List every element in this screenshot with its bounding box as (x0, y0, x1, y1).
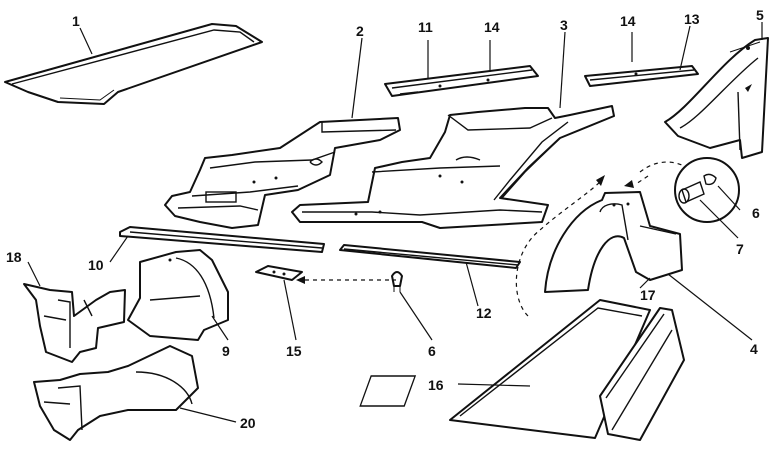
callout-10: 10 (88, 257, 104, 273)
part-17-side-panel (599, 307, 685, 441)
callout-14-right: 14 (620, 13, 636, 29)
part-15-bracket (255, 265, 303, 281)
part-9-footwell-panel (127, 249, 229, 341)
callout-labels: 1 2 11 14 3 14 13 5 6 7 18 10 12 15 6 9 … (6, 7, 764, 431)
callout-6-center: 6 (428, 343, 436, 359)
callout-20: 20 (240, 415, 256, 431)
callout-18: 18 (6, 249, 22, 265)
part-16-floor-mat (359, 299, 651, 439)
part-13-crossmember (584, 65, 699, 87)
callout-13: 13 (684, 11, 700, 27)
leader-lines (27, 22, 763, 423)
part-5-wheel-arch (664, 37, 769, 159)
part-11-crossmember (384, 65, 539, 97)
callout-4: 4 (750, 341, 758, 357)
callout-12: 12 (476, 305, 492, 321)
part-18-footwell (23, 283, 126, 363)
part-10-sill-strip (119, 226, 325, 253)
callout-3: 3 (560, 17, 568, 33)
callout-11: 11 (418, 19, 433, 35)
part-3-rear-floor (291, 105, 615, 229)
part-6-clip (391, 271, 403, 292)
callout-14-left: 14 (484, 19, 500, 35)
part-12-sill-strip (339, 244, 521, 269)
callout-7: 7 (736, 241, 744, 257)
part-4-wheel-housing (544, 191, 683, 293)
callout-2: 2 (356, 23, 364, 39)
part-20-footwell (33, 345, 199, 441)
callout-1: 1 (72, 13, 80, 29)
callout-9: 9 (222, 343, 230, 359)
callout-6-right: 6 (752, 205, 760, 221)
assembly-guides (296, 84, 752, 317)
part-7-fastener-detail (674, 157, 740, 223)
part-1-parcel-shelf (4, 23, 263, 105)
callout-16: 16 (428, 377, 444, 393)
part-2-front-floor (164, 117, 401, 229)
callout-17: 17 (640, 287, 656, 303)
callout-5: 5 (756, 7, 764, 23)
callout-15: 15 (286, 343, 302, 359)
